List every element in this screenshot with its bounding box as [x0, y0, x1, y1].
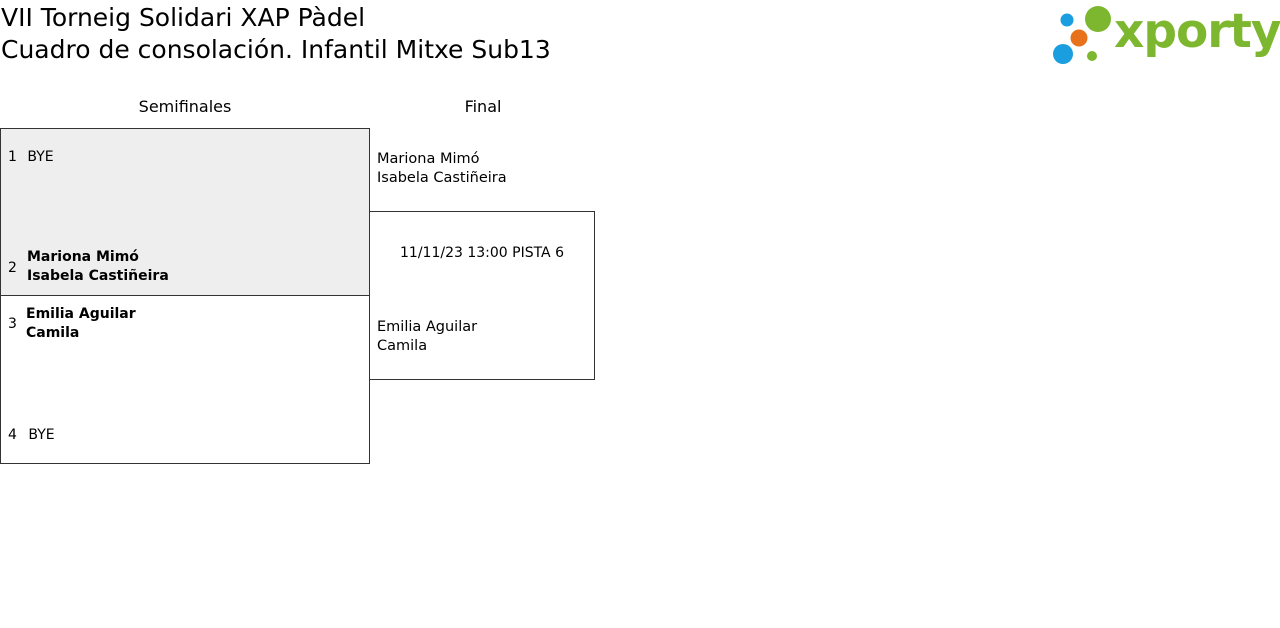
round-header-semifinals: Semifinales — [138, 97, 232, 116]
team-slot-2[interactable]: Mariona Mimó Isabela Castiñeira — [27, 248, 169, 286]
team-bye: BYE — [27, 149, 54, 165]
player-name: Emilia Aguilar — [26, 306, 136, 322]
seed-number: 3 — [8, 316, 17, 332]
player-name: Isabela Castiñeira — [27, 268, 169, 284]
match-schedule: 11/11/23 13:00 PISTA 6 — [400, 245, 564, 261]
player-name: Isabela Castiñeira — [377, 170, 507, 186]
player-name: Emilia Aguilar — [377, 319, 478, 335]
final-team-top[interactable]: Mariona Mimó Isabela Castiñeira — [377, 150, 507, 188]
seed-number: 1 — [8, 149, 17, 165]
logo-wordmark: xporty — [1114, 4, 1280, 59]
player-name: Camila — [377, 338, 428, 354]
player-name: Mariona Mimó — [27, 249, 139, 265]
round-header-final: Final — [464, 97, 502, 116]
slot-1: 1 BYE — [8, 148, 54, 167]
xporty-logo: xporty — [1052, 4, 1280, 66]
seed-number: 2 — [8, 260, 17, 276]
final-team-bottom[interactable]: Emilia Aguilar Camila — [377, 318, 477, 356]
tournament-name: VII Torneig Solidari XAP Pàdel — [1, 3, 366, 32]
semifinal-match-1[interactable]: 1 BYE 2 Mariona Mimó Isabela Castiñeira — [0, 128, 370, 296]
player-name: Camila — [26, 325, 80, 341]
draw-name: Cuadro de consolación. Infantil Mitxe Su… — [1, 35, 551, 64]
team-bye: BYE — [28, 427, 55, 443]
semifinal-match-2[interactable]: 3 Emilia Aguilar Camila 4 BYE — [0, 295, 370, 464]
logo-dots-icon — [1053, 6, 1111, 64]
page-title: VII Torneig Solidari XAP Pàdel Cuadro de… — [1, 2, 551, 66]
slot-4: 4 BYE — [8, 426, 55, 445]
seed-number: 4 — [8, 427, 17, 443]
final-match[interactable] — [369, 211, 595, 380]
team-slot-3[interactable]: Emilia Aguilar Camila — [26, 305, 136, 343]
player-name: Mariona Mimó — [377, 151, 480, 167]
